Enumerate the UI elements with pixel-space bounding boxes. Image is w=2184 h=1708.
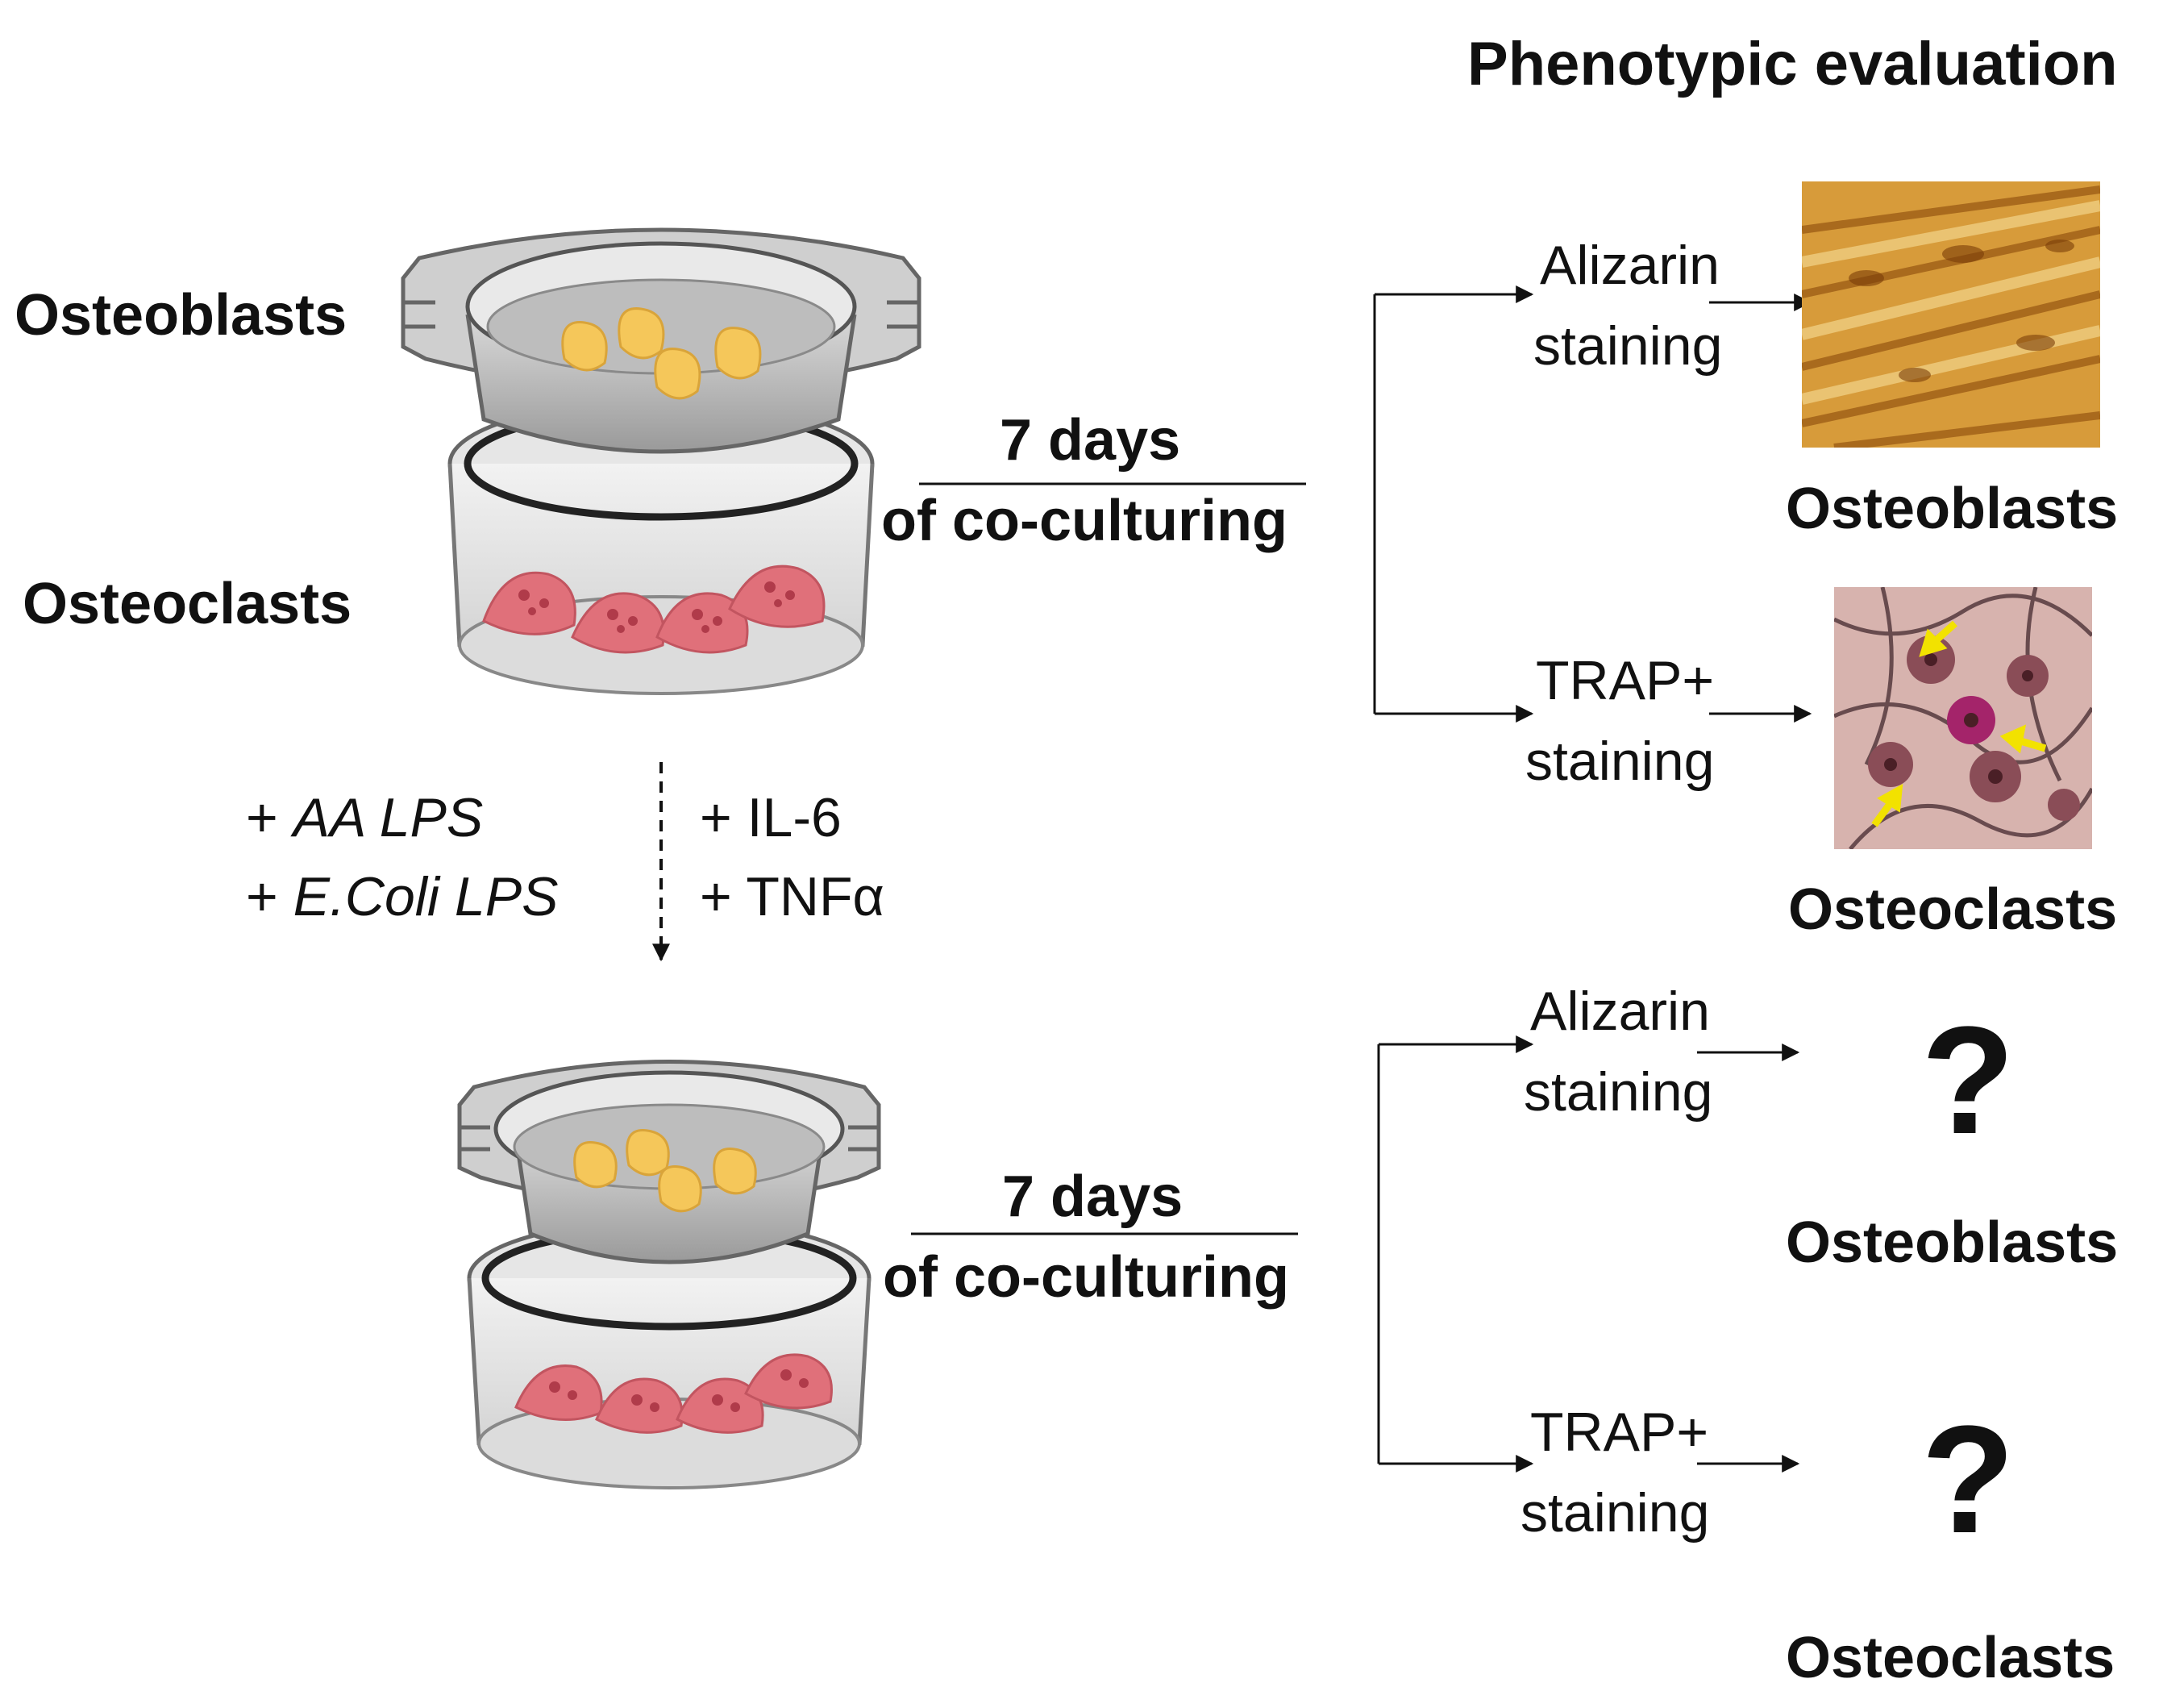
bottom-alizarin-line1: Alizarin <box>1530 981 1710 1042</box>
treatment-prefix: + <box>246 866 293 927</box>
top-trap-line1: TRAP+ <box>1536 650 1715 711</box>
trap-micrograph <box>1834 587 2092 849</box>
treatment-ecoli-lps: + E.Coli LPS <box>246 869 558 924</box>
osteoblast-cells-bottom <box>573 1129 757 1213</box>
treatment-aa-lps: + AA LPS <box>246 790 483 845</box>
osteoblast-cells-top <box>561 307 762 400</box>
top-trap-line2: staining <box>1525 731 1715 792</box>
top-duration: 7 days <box>1000 408 1181 473</box>
bottom-transwell-dish <box>457 1060 881 1489</box>
osteoclast-cells-bottom <box>514 1353 833 1434</box>
top-alizarin-line2: staining <box>1533 315 1723 377</box>
top-osteoclasts-result: Osteoclasts <box>1788 877 2118 942</box>
top-process: of co-culturing <box>881 489 1288 553</box>
bottom-process: of co-culturing <box>883 1245 1289 1310</box>
treatment-prefix: + <box>246 787 293 848</box>
bottom-branch-connector <box>1377 1035 1800 1473</box>
treatment-name: E.Coli LPS <box>293 866 559 927</box>
treatment-il6: + IL-6 <box>700 787 842 848</box>
figure-title: Phenotypic evaluation <box>1467 30 2118 98</box>
bottom-osteoblasts-unknown: ? <box>1921 995 2016 1166</box>
bottom-osteoclasts-unknown: ? <box>1921 1394 2016 1565</box>
bottom-trap-line1: TRAP+ <box>1530 1402 1709 1463</box>
treatment-name: AA LPS <box>293 787 484 848</box>
bottom-osteoblasts-result: Osteoblasts <box>1786 1210 2119 1275</box>
top-osteoblasts-result: Osteoblasts <box>1786 477 2119 541</box>
bottom-trap-line2: staining <box>1520 1482 1710 1543</box>
bottom-osteoclasts-result: Osteoclasts <box>1786 1626 2115 1690</box>
annotation-arrows <box>1871 620 2047 827</box>
bottom-duration: 7 days <box>1002 1164 1184 1229</box>
top-alizarin-line1: Alizarin <box>1540 235 1720 296</box>
osteoblasts-label: Osteoblasts <box>15 283 347 348</box>
top-transwell-dish <box>401 227 921 695</box>
osteoclast-cells-top <box>482 564 826 654</box>
osteoclasts-label: Osteoclasts <box>23 572 352 636</box>
bottom-alizarin-line2: staining <box>1524 1061 1713 1123</box>
alizarin-micrograph <box>1802 181 2100 448</box>
treatment-tnfa: + TNFα <box>700 866 884 927</box>
top-branch-connector <box>1373 285 1812 723</box>
